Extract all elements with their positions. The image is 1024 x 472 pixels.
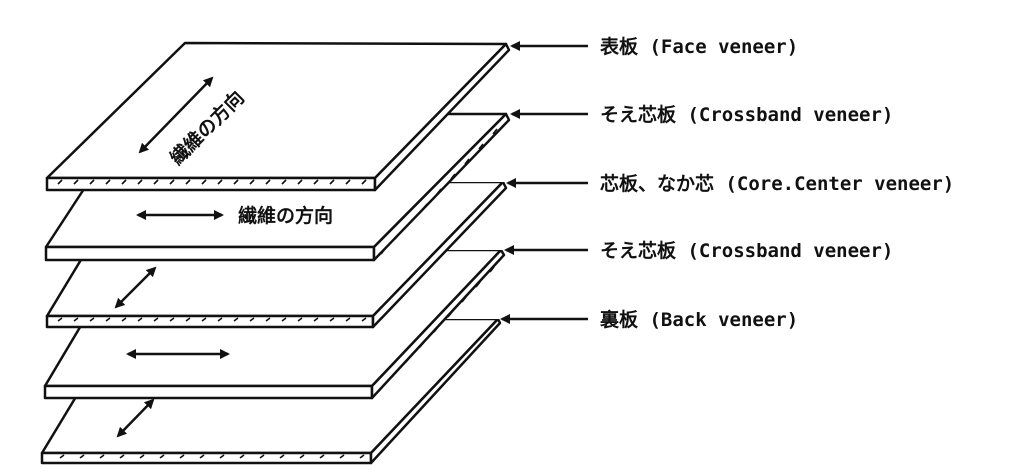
label-back-veneer: 裏板 (Back veneer)	[599, 308, 798, 331]
label-crossband-upper: そえ芯板 (Crossband veneer)	[600, 103, 893, 126]
label-face-veneer: 表板 (Face veneer)	[600, 35, 798, 58]
grain-arrow-face	[138, 76, 214, 154]
grain-arrow-crossband-lower	[114, 266, 157, 309]
label-crossband-lower: そえ芯板 (Crossband veneer)	[600, 239, 893, 262]
label-core-veneer: 芯板、なか芯 (Core.Center veneer)	[600, 172, 954, 195]
grain-label-crossband: 繊維の方向	[238, 204, 333, 227]
leader-arrows	[500, 41, 588, 324]
grain-arrow-back	[116, 398, 155, 438]
